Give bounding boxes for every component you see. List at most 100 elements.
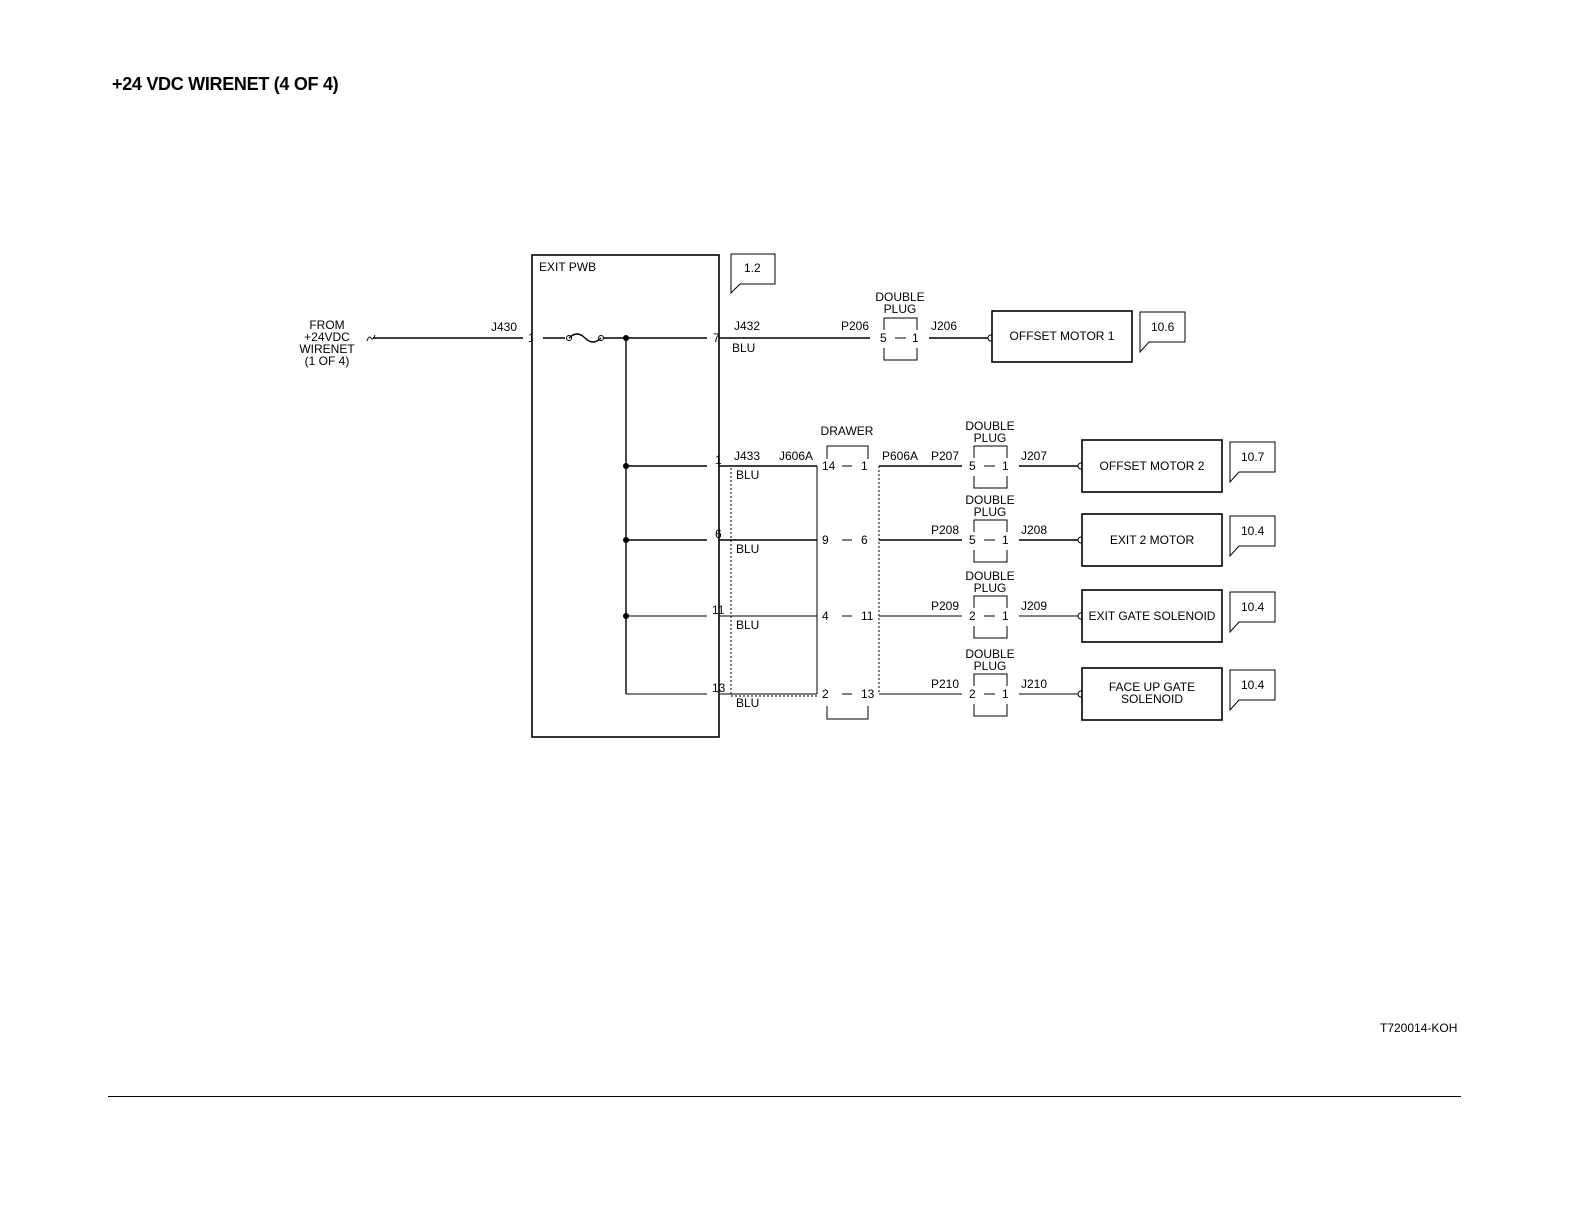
double-plug-line: DOUBLE xyxy=(965,647,1014,661)
pwb-pin-label: 13 xyxy=(712,681,726,695)
plug-pin-label: 1 xyxy=(1002,687,1009,701)
plug-label: P208 xyxy=(931,523,959,537)
source-line: +24VDC xyxy=(304,330,350,344)
fuse-terminal xyxy=(566,335,572,341)
jack-label: J210 xyxy=(1021,677,1047,691)
component-label: FACE UP GATE xyxy=(1109,680,1195,694)
plug-pin-label: 1 xyxy=(1002,609,1009,623)
wire-color-label: BLU xyxy=(732,341,755,355)
double-plug-line: DOUBLE xyxy=(875,290,924,304)
double-plug-line: PLUG xyxy=(974,659,1007,673)
double-plug-bracket xyxy=(973,445,1008,489)
exit-pwb-label: EXIT PWB xyxy=(539,260,596,274)
plug-label: P210 xyxy=(931,677,959,691)
connector-label: J432 xyxy=(734,319,760,333)
double-plug-line: DOUBLE xyxy=(965,493,1014,507)
callout-flag xyxy=(730,253,776,295)
bottom-rule xyxy=(108,1096,1461,1097)
callout-flag xyxy=(1229,441,1276,484)
component-box xyxy=(1081,439,1223,493)
exit-pwb: EXIT PWB xyxy=(531,254,720,738)
jack-label: J208 xyxy=(1021,523,1047,537)
jack-label: J207 xyxy=(1021,449,1047,463)
component-label: EXIT GATE SOLENOID xyxy=(1089,609,1216,623)
component-box xyxy=(1081,513,1223,567)
drawer-label: DRAWER xyxy=(821,424,874,438)
pwb-ref-callout: 1.2 xyxy=(730,253,776,295)
component-ref-label: 10.6 xyxy=(1151,320,1175,334)
drawer-pin-label: 13 xyxy=(861,687,875,701)
plug-pin-label: 1 xyxy=(1002,533,1009,547)
source-block: FROM +24VDC WIRENET (1 OF 4) J430 1 xyxy=(299,318,535,368)
double-plug-bracket xyxy=(973,595,1008,639)
fuse-terminal xyxy=(598,335,604,341)
component-ref-label: 10.4 xyxy=(1241,600,1265,614)
fuse-symbol xyxy=(568,333,602,343)
double-plug-line: PLUG xyxy=(974,431,1007,445)
pwb-pin-label: 6 xyxy=(715,527,722,541)
double-plug-line: DOUBLE xyxy=(965,419,1014,433)
junction-dot xyxy=(623,335,629,341)
component-ref-label: 10.4 xyxy=(1241,678,1265,692)
plug-label: P207 xyxy=(931,449,959,463)
component-box-offset-motor-1 xyxy=(991,310,1133,363)
jack-label: J206 xyxy=(931,319,957,333)
plug-pin-label: 1 xyxy=(912,331,919,345)
source-line: FROM xyxy=(309,318,344,332)
plug-pin-label: 1 xyxy=(1002,459,1009,473)
plug-label: P209 xyxy=(931,599,959,613)
drawer-pin-label: 2 xyxy=(822,687,829,701)
component-label: EXIT 2 MOTOR xyxy=(1110,533,1195,547)
pwb-ref-label: 1.2 xyxy=(744,261,761,275)
page-title: +24 VDC WIRENET (4 OF 4) xyxy=(112,74,339,94)
plug-pin-label: 5 xyxy=(969,533,976,547)
component-label: OFFSET MOTOR 1 xyxy=(1010,329,1115,343)
harness-dashed-outline xyxy=(730,465,818,697)
double-plug-line: PLUG xyxy=(974,505,1007,519)
callout-flag xyxy=(1139,311,1186,354)
drawer-pin-label: 4 xyxy=(822,609,829,623)
double-plug-bracket xyxy=(973,519,1008,563)
drawer-pin-label: 9 xyxy=(822,533,829,547)
component-box xyxy=(1081,589,1223,643)
double-plug-line: DOUBLE xyxy=(965,569,1014,583)
wire-color-label: BLU xyxy=(736,468,759,482)
component-label: SOLENOID xyxy=(1121,692,1183,706)
drawer-pin-label: 14 xyxy=(822,459,836,473)
double-plug-line: PLUG xyxy=(884,302,917,316)
double-plug-bracket xyxy=(883,317,918,361)
double-plug-bracket xyxy=(973,673,1008,717)
source-connector-label: J430 xyxy=(491,320,517,334)
plug-pin-label: 2 xyxy=(969,609,976,623)
jack-label: J209 xyxy=(1021,599,1047,613)
drawer-pin-label: 1 xyxy=(861,459,868,473)
double-plug-line: PLUG xyxy=(974,581,1007,595)
component-ref-label: 10.4 xyxy=(1241,524,1265,538)
wire-color-label: BLU xyxy=(736,696,759,710)
wire-color-label: BLU xyxy=(736,618,759,632)
plug-pin-label: 2 xyxy=(969,687,976,701)
pwb-pin-label: 11 xyxy=(712,603,725,617)
component-ref-label: 10.7 xyxy=(1241,450,1265,464)
drawing-code: T720014-KOH xyxy=(1380,1021,1458,1035)
plug-label: P206 xyxy=(841,319,869,333)
source-line: WIRENET xyxy=(299,342,355,356)
drawer-plug-label: P606A xyxy=(882,449,918,463)
drawer-pin-label: 11 xyxy=(861,609,874,623)
pwb-pin-label: 7 xyxy=(713,331,720,345)
drawer-section: DRAWER J433 J606A P606A xyxy=(730,424,918,720)
pwb-pin-label: 1 xyxy=(715,453,722,467)
drawer-pin-label: 6 xyxy=(861,533,868,547)
pwb-jack-label: J433 xyxy=(734,449,760,463)
drawer-connector-bracket xyxy=(826,445,869,720)
drawer-jack-label: J606A xyxy=(779,449,813,463)
plug-pin-label: 5 xyxy=(969,459,976,473)
plug-pin-label: 5 xyxy=(880,331,887,345)
callout-flag xyxy=(1229,591,1276,634)
